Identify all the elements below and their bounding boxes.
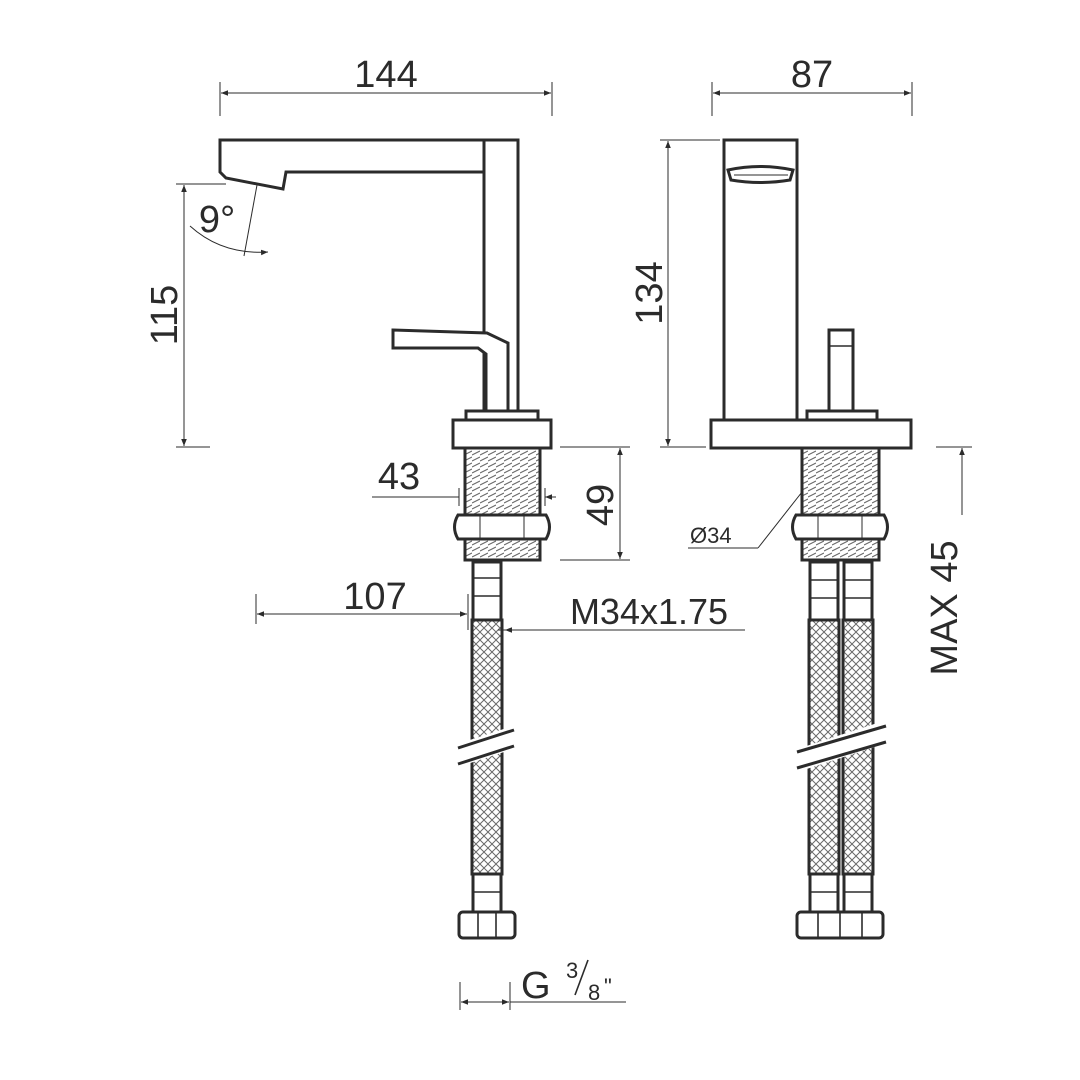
front-column	[722, 138, 799, 422]
front-threaded-shank	[800, 446, 881, 562]
dim-dia-34: Ø34	[690, 523, 732, 548]
dim-115: 115	[144, 285, 186, 346]
lower-fitting	[471, 872, 503, 914]
hose-fitting	[471, 560, 503, 622]
connection-nut	[457, 910, 517, 940]
lock-nut	[453, 513, 551, 541]
dim-107: 107	[343, 576, 406, 618]
aerator	[726, 165, 795, 184]
svg-text:G: G	[521, 965, 551, 1007]
front-break-lines	[794, 721, 890, 771]
front-lock-nut	[791, 513, 889, 541]
thread-spec: M34x1.75	[570, 591, 728, 632]
svg-text:3: 3	[566, 958, 578, 983]
dim-max-45: MAX 45	[924, 540, 966, 675]
dim-87: 87	[791, 54, 833, 96]
svg-text:8: 8	[588, 980, 600, 1005]
front-base-plate	[709, 418, 913, 450]
dim-49: 49	[580, 484, 622, 526]
lever-handle	[391, 328, 510, 414]
spout-angle: 9°	[199, 199, 235, 241]
side-view: 144 115 9° 43 49 107 M34x1.75	[144, 54, 745, 1010]
front-view: 87 134 Ø34 MAX 45	[629, 54, 972, 940]
dim-43: 43	[378, 456, 420, 498]
spout-arm	[218, 138, 520, 191]
dim-134: 134	[629, 261, 671, 324]
dim-144: 144	[354, 54, 417, 96]
front-lever-stem	[827, 328, 855, 414]
threaded-shank	[463, 446, 542, 562]
connection-label: G 3 8 "	[521, 958, 612, 1007]
svg-text:": "	[604, 974, 612, 999]
base-plate	[451, 418, 553, 450]
break-lines	[456, 726, 518, 766]
